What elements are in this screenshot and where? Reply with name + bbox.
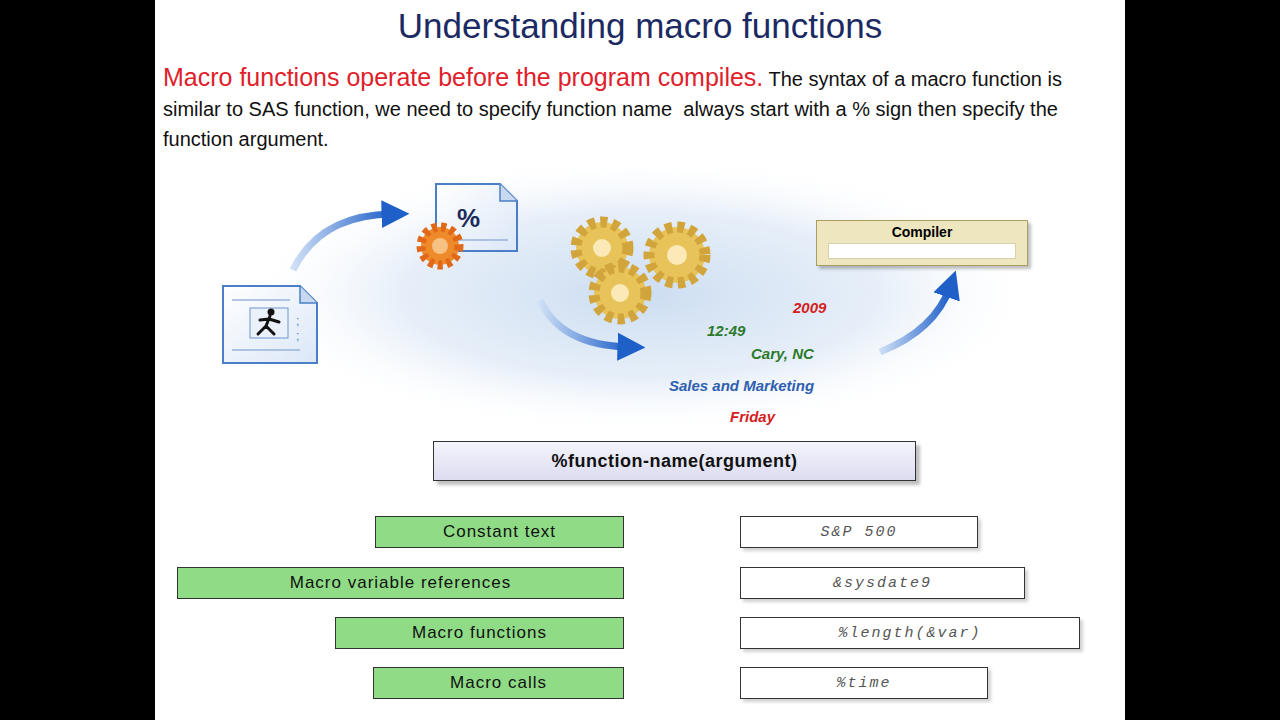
background-glow [240, 155, 1040, 435]
flow-arrow [293, 214, 392, 270]
node-text: %function-name(argument) [552, 451, 798, 472]
node-text: Compiler [817, 224, 1027, 240]
gear-group [576, 222, 705, 319]
illustration-label: 2009 [793, 299, 826, 316]
syntax-box: %function-name(argument) [433, 441, 916, 481]
node-text: Constant text [443, 522, 556, 542]
highlight-sentence: Macro functions operate before the progr… [163, 63, 763, 91]
slide-title: Understanding macro functions [155, 2, 1125, 50]
illustration-label: Friday [730, 408, 775, 425]
compiler-bar [828, 243, 1016, 259]
category-box: Macro variable references [177, 567, 624, 599]
node-text: S&P 500 [820, 524, 897, 541]
macro-document: % [421, 184, 517, 265]
illustration-label: Cary, NC [751, 345, 814, 362]
illustration-label: 12:49 [707, 322, 745, 339]
svg-text:;: ; [296, 329, 299, 343]
intro-paragraph: Macro functions operate before the progr… [163, 62, 1108, 154]
compiler-box: Compiler [816, 220, 1028, 266]
example-box: &sysdate9 [740, 567, 1025, 599]
node-text: Macro functions [412, 623, 547, 643]
flow-arrow [880, 287, 950, 352]
example-box: %length(&var) [740, 617, 1080, 649]
node-text: Macro calls [450, 673, 547, 693]
example-box: %time [740, 667, 988, 699]
program-document: ; ; [223, 286, 317, 363]
node-text: %time [836, 675, 891, 692]
category-box: Constant text [375, 516, 624, 548]
illustration-label: Sales and Marketing [669, 377, 814, 394]
node-text: &sysdate9 [833, 575, 932, 592]
category-box: Macro functions [335, 617, 624, 649]
category-box: Macro calls [373, 667, 624, 699]
flow-arrow [540, 300, 628, 347]
node-text: %length(&var) [838, 625, 981, 642]
example-box: S&P 500 [740, 516, 978, 548]
svg-text:%: % [457, 203, 480, 233]
node-text: Macro variable references [290, 573, 512, 593]
svg-text:;: ; [296, 314, 299, 328]
